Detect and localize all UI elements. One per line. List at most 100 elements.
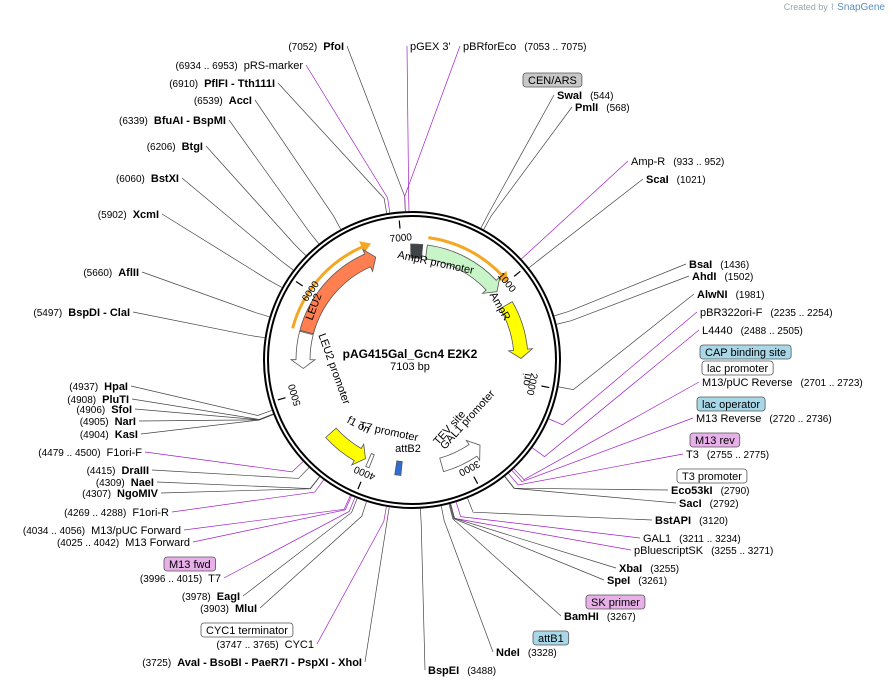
site-gal1[interactable]: GAL1(3211 .. 3234): [643, 533, 741, 545]
plasmid-backbone: [263, 211, 561, 509]
site-cyc1[interactable]: CYC1(3747 .. 3765): [216, 639, 314, 651]
site-btgi[interactable]: BtgI(6206): [147, 141, 203, 153]
site-xcmi[interactable]: XcmI(5902): [98, 209, 159, 221]
site-avai-bsobi-paer7i-pspxi-xhoi[interactable]: AvaI - BsoBI - PaeR7I - PspXI - XhoI(372…: [142, 657, 362, 669]
feature-box-label: lac operator: [702, 399, 760, 411]
feature-box-sk-primer[interactable]: SK primer: [585, 594, 646, 610]
site-spei[interactable]: SpeI(3261): [607, 575, 667, 587]
feature-box-m13-rev[interactable]: M13 rev: [689, 432, 741, 448]
site-pgex-3-[interactable]: pGEX 3': [410, 41, 451, 53]
leader-line: [513, 381, 700, 481]
feature-box-cyc1-terminator[interactable]: CYC1 terminator: [200, 622, 294, 638]
site-name: NaeI: [131, 477, 154, 489]
feature-box-m13-fwd[interactable]: M13 fwd: [163, 556, 216, 572]
site-ndei[interactable]: NdeI(3328): [496, 647, 557, 659]
site-draiii[interactable]: DraIII(4415): [87, 465, 149, 477]
site-m13-forward[interactable]: M13 Forward(4025 .. 4042): [57, 537, 190, 549]
outer-strand: [263, 211, 561, 509]
site-pbrforeco[interactable]: pBRforEco(7053 .. 7075): [463, 41, 586, 53]
site-f1ori-f[interactable]: F1ori-F(4479 .. 4500): [38, 447, 142, 459]
site-name: KasI: [115, 429, 138, 441]
site-mlui[interactable]: MluI(3903): [200, 603, 257, 615]
site-prs-marker[interactable]: pRS-marker (6934 .. 6953): [175, 60, 303, 72]
site-alwni[interactable]: AlwNI(1981): [697, 289, 764, 301]
site-t7[interactable]: T7(3996 .. 4015): [140, 573, 221, 585]
site-bstxi[interactable]: BstXI(6060): [116, 173, 179, 185]
feature-ampr[interactable]: [425, 244, 501, 294]
site-pbr322ori-f[interactable]: pBR322ori-F(2235 .. 2254): [700, 307, 833, 319]
leader-line: [242, 498, 358, 597]
site-name: BfuAI - BspMI: [154, 115, 226, 127]
site-position: (3255 .. 3271): [711, 546, 773, 557]
site-amp-r[interactable]: Amp-R(933 .. 952): [631, 156, 724, 168]
site-name: PfoI: [323, 41, 344, 53]
tick-label: 2000: [524, 372, 539, 396]
site-m13-puc-reverse[interactable]: M13/pUC Reverse(2701 .. 2723): [702, 377, 863, 389]
site-name: DraIII: [121, 465, 149, 477]
site-position: (3725): [142, 658, 171, 669]
feature-leu2-promoter[interactable]: [289, 330, 317, 369]
feature-box-attb1[interactable]: attB1: [532, 630, 570, 646]
site-position: (4908): [67, 395, 96, 406]
site-position: (4904): [80, 430, 109, 441]
site-bstapi[interactable]: BstAPI(3120): [655, 515, 728, 527]
site-position: (4269 .. 4288): [64, 508, 126, 519]
site-position: (6934 .. 6953): [175, 61, 237, 72]
feature-leu2[interactable]: [299, 248, 377, 335]
feature-gal1-promoter[interactable]: [439, 439, 481, 473]
site-ngomiv[interactable]: NgoMIV(4307): [82, 488, 159, 500]
site-bspei[interactable]: BspEI(3488): [428, 665, 496, 677]
leader-line: [420, 508, 426, 671]
site-scai[interactable]: ScaI(1021): [646, 174, 706, 186]
site-acci[interactable]: AccI(6539): [194, 95, 252, 107]
feature-box-cap-binding-site[interactable]: CAP binding site: [699, 344, 792, 360]
site-sfoi[interactable]: SfoI(4906): [76, 404, 132, 416]
feature-box-lac-operator[interactable]: lac operator: [696, 396, 766, 412]
site-hpai[interactable]: HpaI(4937): [69, 381, 128, 393]
site-pflfi-tth111i[interactable]: PflFI - Tth111I(6910): [169, 78, 275, 90]
site-eagi[interactable]: EagI(3978): [182, 591, 240, 603]
feature-box-cen-ars[interactable]: CEN/ARS: [522, 72, 583, 88]
site-name: pRS-marker: [244, 60, 304, 72]
leader-line: [346, 45, 406, 212]
leader-line: [160, 476, 320, 494]
site-pbluescriptsk[interactable]: pBluescriptSK(3255 .. 3271): [634, 545, 773, 557]
site-m13-reverse[interactable]: M13 Reverse(2720 .. 2736): [696, 413, 832, 425]
site-bspdi-clai[interactable]: BspDI - ClaI(5497): [33, 307, 130, 319]
feature-box-t3-promoter[interactable]: T3 promoter: [676, 468, 748, 484]
site-bfuai-bspmi[interactable]: BfuAI - BspMI(6339): [119, 115, 226, 127]
site-kasi[interactable]: KasI (4904): [80, 429, 138, 441]
site-position: (3903): [200, 604, 229, 615]
site-position: (3488): [467, 666, 496, 677]
site-pluti[interactable]: PluTI(4908): [67, 394, 129, 406]
site-nari[interactable]: NarI(4905): [80, 416, 136, 428]
site-name: BsaI: [689, 259, 712, 271]
site-aflii[interactable]: AflII(5660): [83, 267, 139, 279]
site-ahdi[interactable]: AhdI(1502): [692, 271, 753, 283]
site-f1ori-r[interactable]: F1ori-R(4269 .. 4288): [64, 507, 169, 519]
site-xbai[interactable]: XbaI(3255): [619, 563, 679, 575]
feature-box-bg: [585, 594, 646, 610]
feature-ampr-promoter[interactable]: [410, 243, 424, 259]
site-m13-puc-forward[interactable]: M13/pUC Forward(4034 .. 4056): [23, 525, 181, 537]
site-swai[interactable]: SwaI(544): [557, 90, 613, 102]
site-bsai[interactable]: BsaI(1436): [689, 259, 749, 271]
feature-f1-ori[interactable]: [325, 427, 366, 466]
leader-line: [151, 467, 310, 479]
site-t3[interactable]: T3(2755 .. 2775): [686, 449, 769, 461]
site-pfoi[interactable]: PfoI(7052): [288, 41, 344, 53]
site-name: NdeI: [496, 647, 520, 659]
feature-ori[interactable]: [499, 301, 534, 359]
site-l4440[interactable]: L4440(2488 .. 2505): [702, 325, 803, 337]
site-bamhi[interactable]: BamHI(3267): [564, 611, 636, 623]
credit-prefix: Created by: [783, 2, 828, 12]
site-saci[interactable]: SacI(2792): [679, 498, 739, 510]
feature-attb2[interactable]: [394, 460, 403, 476]
site-pmli[interactable]: PmlI(568): [575, 102, 630, 114]
site-naei[interactable]: NaeI(4309): [96, 477, 154, 489]
site-eco53ki[interactable]: Eco53kI(2790): [671, 485, 750, 497]
feature-t7-promoter[interactable]: [365, 453, 375, 469]
leader-line: [554, 263, 687, 317]
feature-box-lac-promoter[interactable]: lac promoter: [701, 360, 774, 376]
feature-box-bg: [532, 630, 570, 646]
